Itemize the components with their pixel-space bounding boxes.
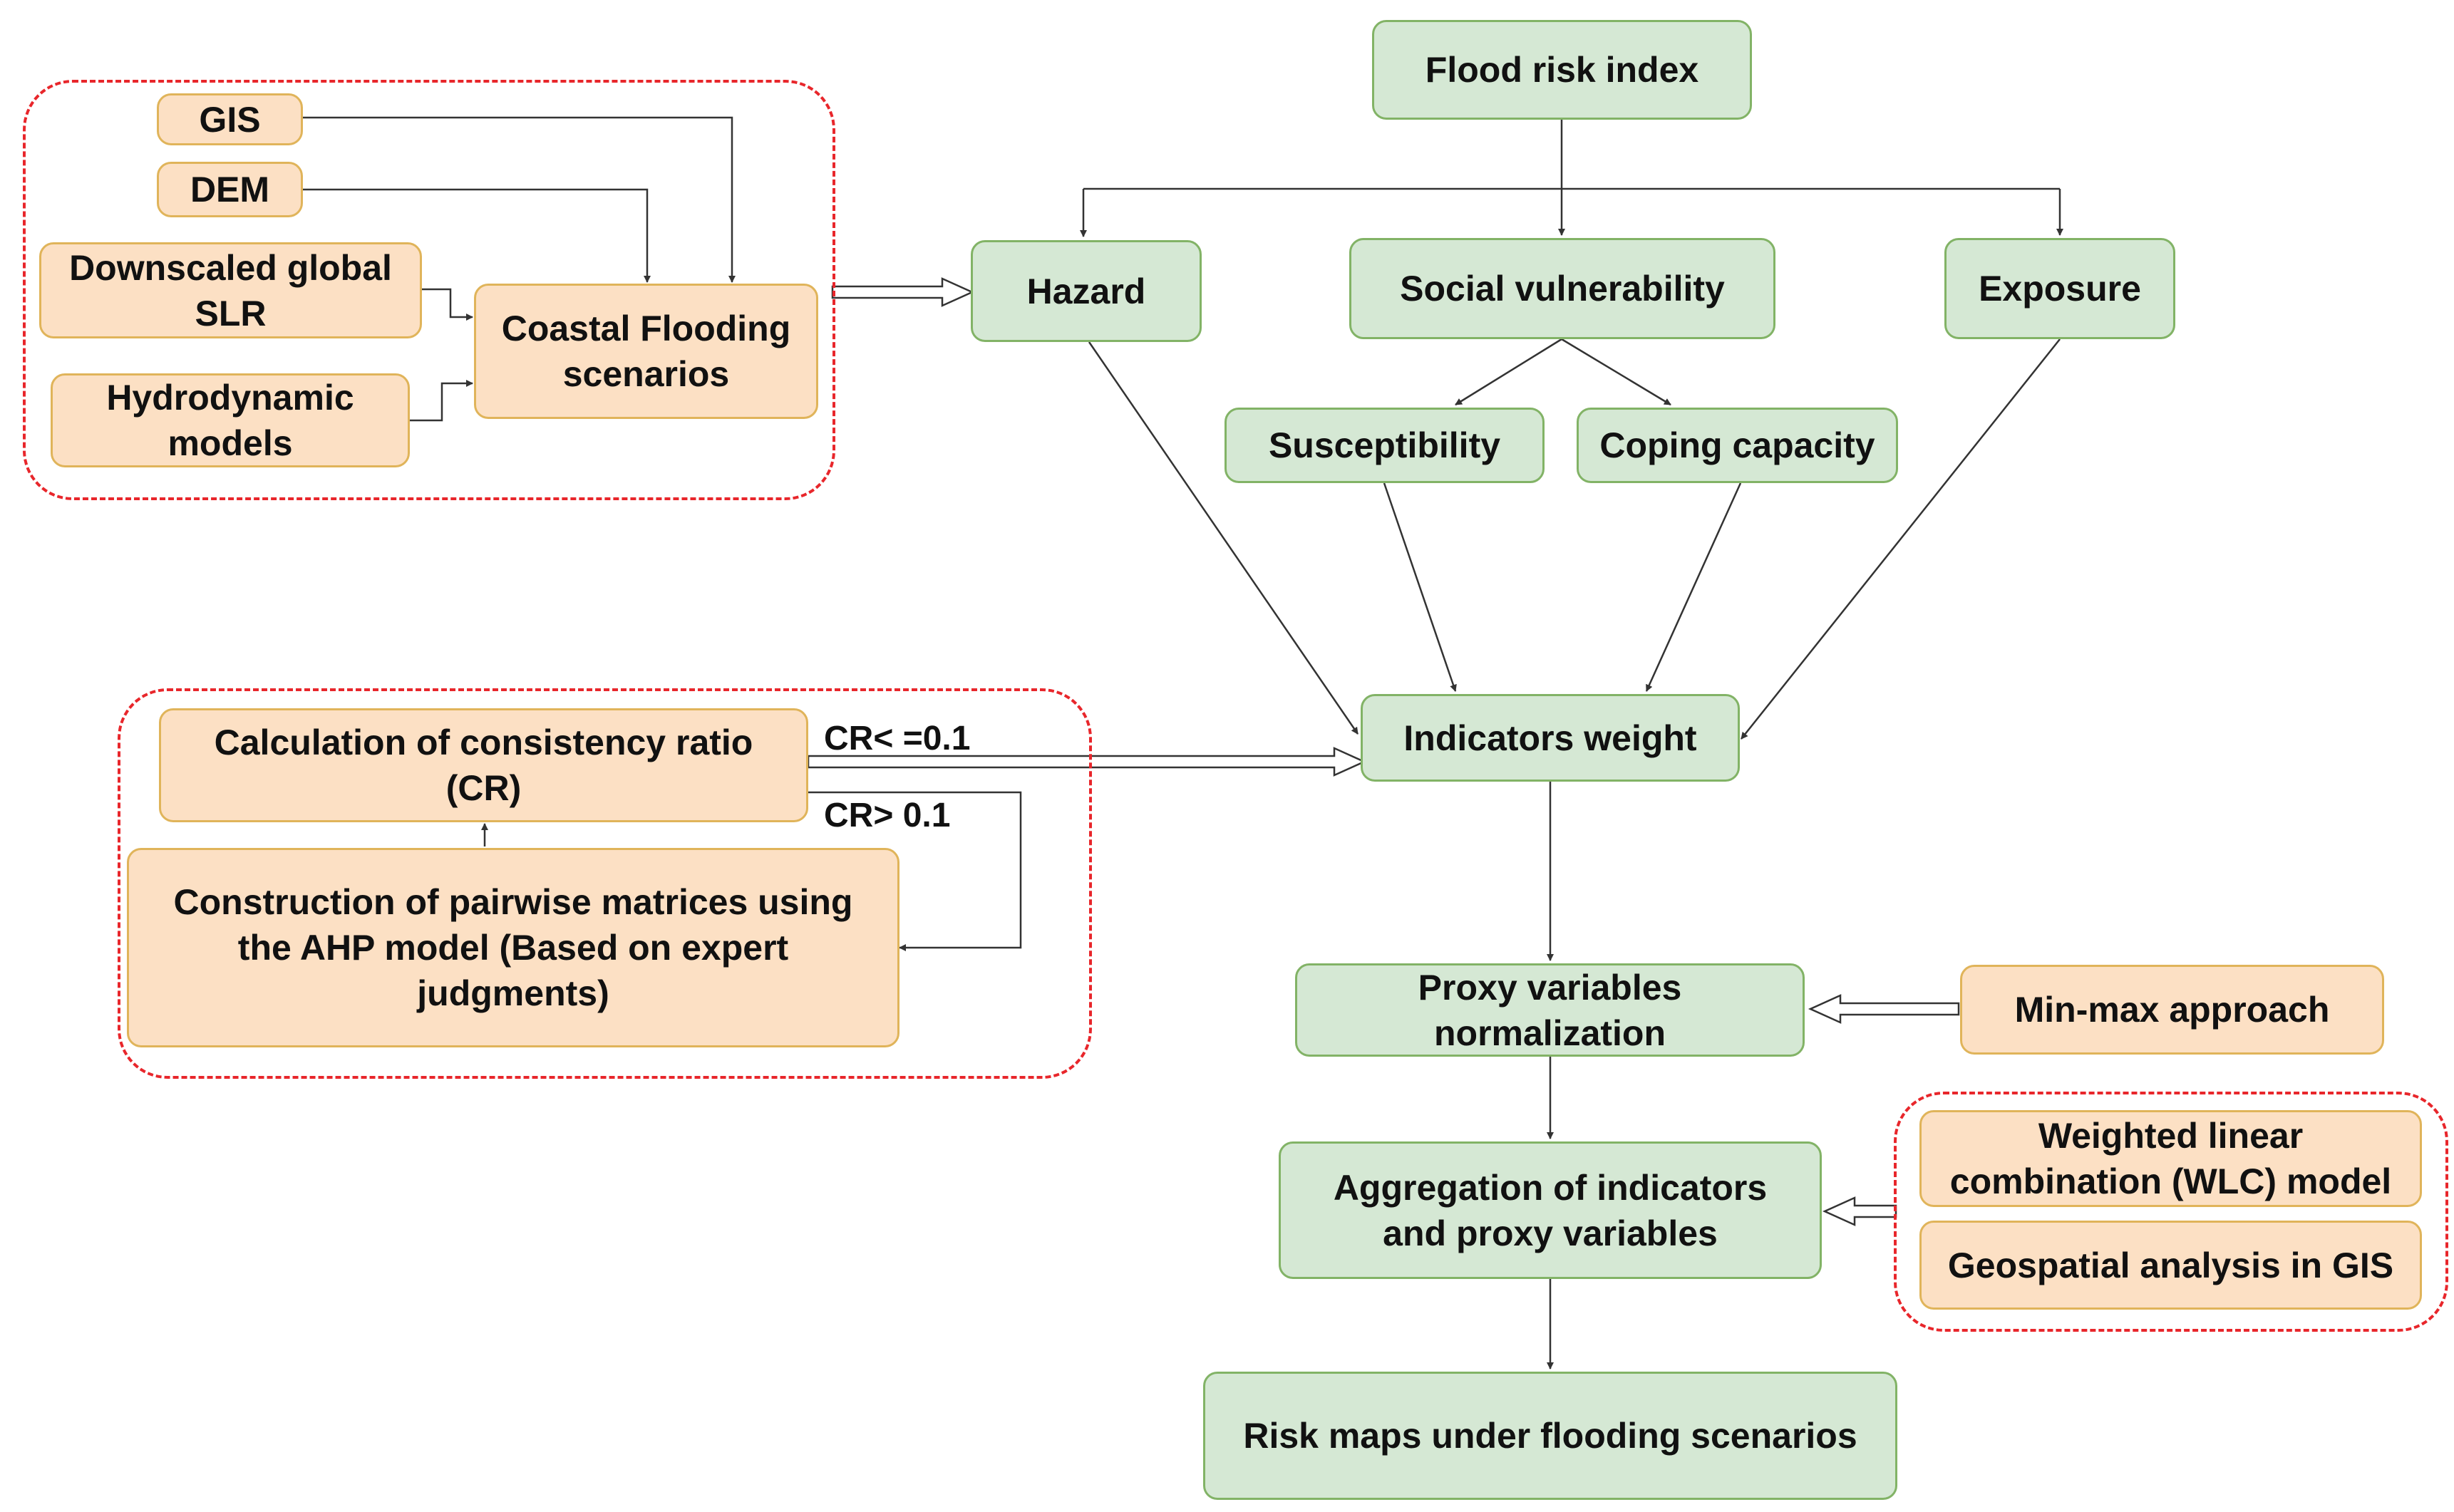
node-hydrodynamic-models-label: Hydrodynamic models: [106, 378, 354, 463]
edge-coping-weight: [1645, 482, 1742, 692]
edge-social-susceptibility: [1455, 338, 1562, 406]
edge-exposure-weight: [1741, 338, 2061, 740]
node-indicators-weight-label: Indicators weight: [1403, 718, 1697, 758]
node-aggregation-label: Aggregation of indicators and proxy vari…: [1333, 1167, 1768, 1253]
node-geospatial-analysis: Geospatial analysis in GIS: [1919, 1221, 2422, 1310]
node-aggregation: Aggregation of indicators and proxy vari…: [1279, 1141, 1822, 1279]
group-ahp: [118, 688, 1092, 1079]
node-gis: GIS: [157, 93, 303, 145]
node-dem-label: DEM: [190, 170, 270, 209]
node-dem: DEM: [157, 162, 303, 217]
edge-susceptibility-weight: [1383, 482, 1457, 692]
node-hazard-label: Hazard: [1026, 271, 1146, 311]
node-flood-risk-index: Flood risk index: [1372, 20, 1752, 120]
node-risk-maps: Risk maps under flooding scenarios: [1203, 1372, 1897, 1500]
edge-hazard-weight: [1088, 341, 1359, 735]
edge-cr-loop: [808, 791, 1022, 951]
node-geospatial-analysis-label: Geospatial analysis in GIS: [1947, 1245, 2394, 1285]
group-aggregation-methods: [1894, 1092, 2448, 1332]
node-wlc-model: Weighted linear combination (WLC) model: [1919, 1110, 2422, 1207]
edge-dem-coastal: [303, 188, 651, 283]
edge-label-cr-le: CR< =0.1: [824, 720, 971, 757]
hollow-arrow-cr-weight: [807, 747, 1367, 777]
node-pairwise-matrices-label: Construction of pairwise matrices using …: [173, 882, 853, 1013]
node-downscaled-slr: Downscaled global SLR: [39, 242, 422, 338]
edge-slr-coastal: [422, 288, 473, 321]
hollow-arrow-minmax-normalization: [1808, 994, 1960, 1024]
node-consistency-ratio: Calculation of consistency ratio (CR): [159, 708, 808, 822]
node-risk-maps-label: Risk maps under flooding scenarios: [1243, 1416, 1857, 1456]
node-indicators-weight: Indicators weight: [1361, 694, 1740, 782]
edge-gis-coastal: [303, 116, 736, 283]
node-flood-risk-index-label: Flood risk index: [1425, 50, 1699, 90]
node-minmax: Min-max approach: [1960, 965, 2384, 1055]
node-hazard: Hazard: [971, 240, 1202, 342]
node-social-vulnerability: Social vulnerability: [1349, 238, 1775, 339]
node-susceptibility-label: Susceptibility: [1268, 425, 1501, 465]
edge-social-coping: [1561, 338, 1671, 406]
edge-label-cr-gt: CR> 0.1: [824, 797, 951, 834]
node-minmax-label: Min-max approach: [2014, 990, 2330, 1030]
node-consistency-ratio-label: Calculation of consistency ratio (CR): [214, 723, 753, 808]
node-wlc-model-label: Weighted linear combination (WLC) model: [1949, 1116, 2392, 1201]
node-coastal-flooding-label: Coastal Flooding scenarios: [501, 309, 791, 394]
group-coastal-inputs: [23, 80, 835, 500]
node-exposure: Exposure: [1944, 238, 2175, 339]
node-pairwise-matrices: Construction of pairwise matrices using …: [127, 848, 899, 1047]
node-gis-label: GIS: [199, 99, 261, 140]
node-social-vulnerability-label: Social vulnerability: [1400, 269, 1725, 309]
hollow-arrow-coastal-hazard: [831, 277, 975, 307]
edge-hydro-coastal: [410, 380, 473, 422]
hollow-arrow-wlc-aggregation: [1822, 1196, 1897, 1226]
node-proxy-normalization-label: Proxy variables normalization: [1418, 967, 1682, 1053]
node-hydrodynamic-models: Hydrodynamic models: [51, 373, 410, 467]
node-downscaled-slr-label: Downscaled global SLR: [69, 247, 392, 333]
node-coping-capacity: Coping capacity: [1577, 408, 1898, 483]
node-susceptibility: Susceptibility: [1225, 408, 1545, 483]
node-coping-capacity-label: Coping capacity: [1599, 425, 1875, 465]
node-coastal-flooding: Coastal Flooding scenarios: [474, 284, 818, 419]
node-proxy-normalization: Proxy variables normalization: [1295, 963, 1805, 1057]
node-exposure-label: Exposure: [1979, 269, 2141, 309]
